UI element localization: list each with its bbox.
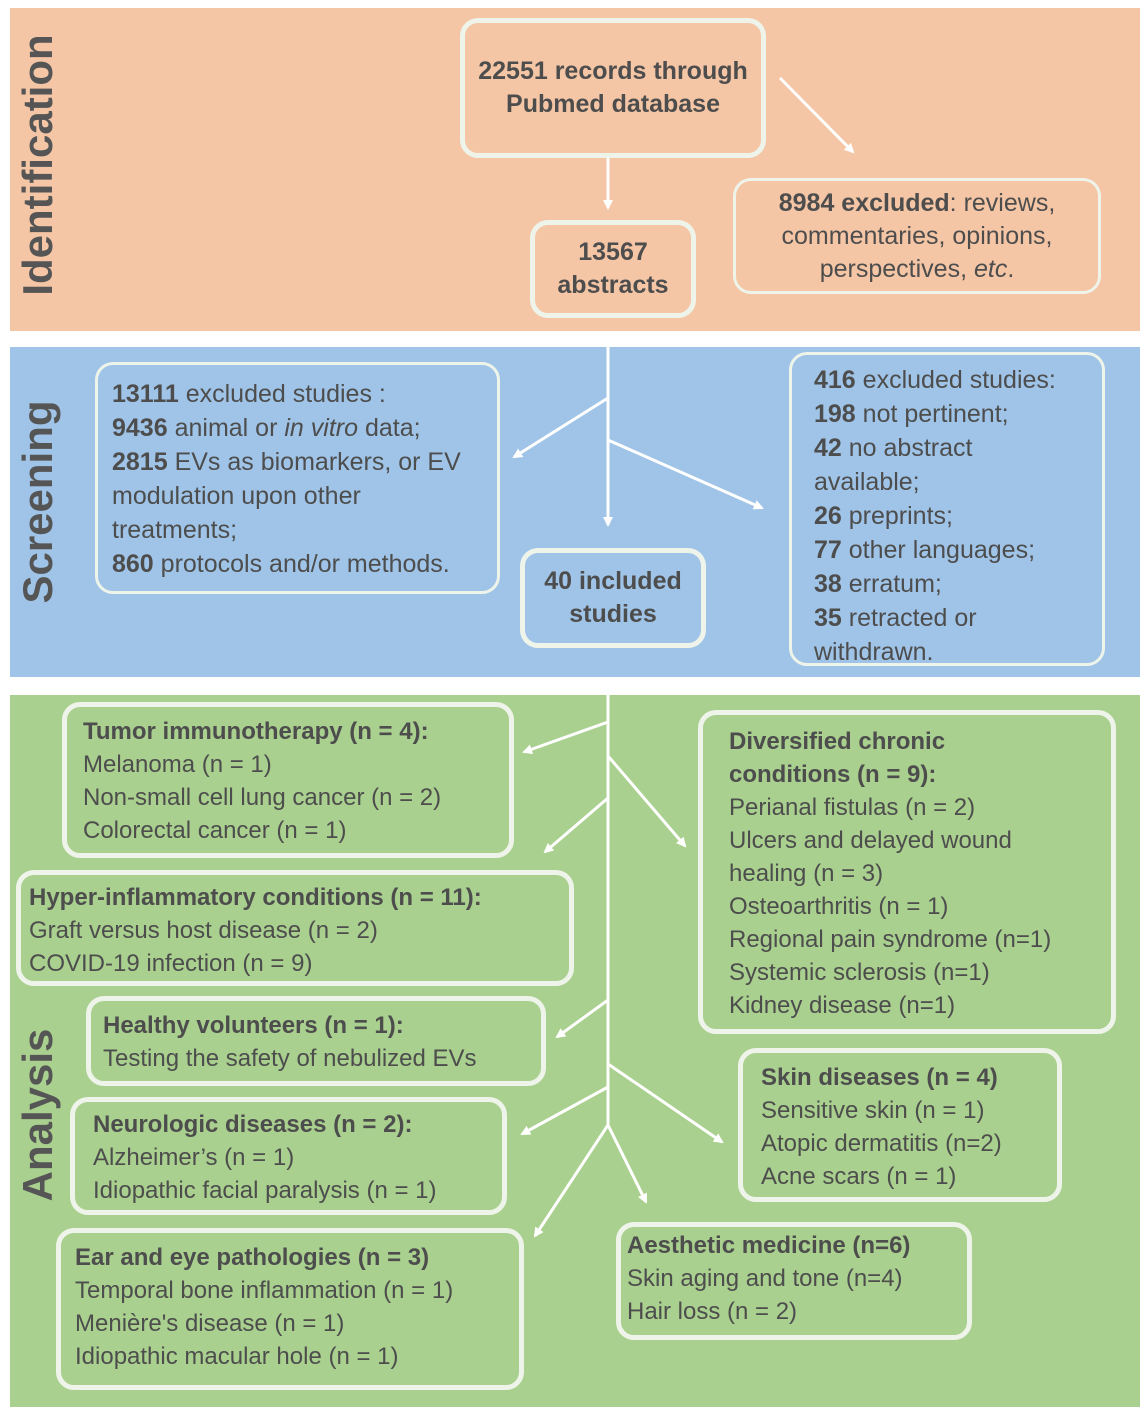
in-vitro-label: in vitro [284, 414, 358, 442]
right-excluded-item: 77 other languages; [814, 533, 1080, 567]
right-excluded-item: 38 erratum; [814, 567, 1080, 601]
healthy-volunteers-box: Healthy volunteers (n = 1): Testing the … [86, 996, 546, 1086]
arrow-to-skin [607, 1062, 724, 1144]
screening-excluded-right-box: 416 excluded studies: 198 not pertinent;… [789, 352, 1105, 666]
hyper-title: Hyper-inflammatory conditions (n = 11): [29, 884, 482, 911]
arrow-to-aesthetic [606, 1124, 648, 1204]
included-studies-text: 40 included studies [544, 567, 682, 628]
chronic-conditions-box: Diversified chronic conditions (n = 9): … [698, 710, 1116, 1034]
skin-diseases-box: Skin diseases (n = 4) Sensitive skin (n … [738, 1048, 1062, 1202]
tumor-item: Non-small cell lung cancer (n = 2) [83, 784, 442, 811]
chronic-item: Ulcers and delayed wound [729, 827, 1012, 854]
hyper-inflammatory-box: Hyper-inflammatory conditions (n = 11): … [16, 870, 574, 986]
chronic-item: Osteoarthritis (n = 1) [729, 893, 949, 920]
chronic-item: Systemic sclerosis (n=1) [729, 959, 990, 986]
aesthetic-item: Hair loss (n = 2) [627, 1298, 798, 1325]
arrow-to-neuro [520, 1085, 609, 1136]
chronic-item: healing (n = 3) [729, 860, 884, 887]
tumor-title: Tumor immunotherapy (n = 4): [83, 718, 429, 745]
neuro-item: Idiopathic facial paralysis (n = 1) [93, 1177, 437, 1204]
right-total: 416 excluded studies: [814, 363, 1080, 397]
neuro-title: Neurologic diseases (n = 2): [93, 1111, 413, 1138]
right-total-label: excluded studies: [862, 366, 1056, 394]
records-box: 22551 records through Pubmed database [460, 18, 766, 158]
eareye-title: Ear and eye pathologies (n = 3) [75, 1244, 430, 1271]
tumor-immunotherapy-box: Tumor immunotherapy (n = 4): Melanoma (n… [62, 702, 514, 858]
skin-item: Acne scars (n = 1) [761, 1163, 957, 1190]
right-item-label: preprints; [848, 502, 953, 530]
records-text: 22551 records through Pubmed database [478, 57, 748, 118]
biomarker-label: EVs as biomarkers, or EV modulation upon… [112, 448, 461, 544]
chronic-item: Regional pain syndrome (n=1) [729, 926, 1052, 953]
skin-item: Sensitive skin (n = 1) [761, 1097, 985, 1124]
arrow-to-left-excluded [512, 396, 609, 459]
eareye-item: Temporal bone inflammation (n = 1) [75, 1277, 454, 1304]
healthy-title: Healthy volunteers (n = 1): [103, 1012, 404, 1039]
abstracts-box: 13567 abstracts [530, 220, 696, 318]
right-item-count: 198 [814, 400, 856, 428]
animal-tail: data; [364, 414, 421, 442]
tumor-item: Colorectal cancer (n = 1) [83, 817, 347, 844]
chronic-title: Diversified chronic [729, 728, 946, 755]
left-total-label: excluded studies : [185, 380, 386, 408]
right-item-count: 77 [814, 536, 842, 564]
excluded-identification-box: 8984 excluded: reviews, commentaries, op… [733, 178, 1101, 294]
aesthetic-item: Skin aging and tone (n=4) [627, 1265, 903, 1292]
identification-band [10, 8, 1140, 331]
right-excluded-item: 42 no abstract available; [814, 431, 1080, 499]
healthy-item: Testing the safety of nebulized EVs [103, 1045, 477, 1072]
excluded-etc: etc [973, 255, 1008, 283]
right-excluded-item: 35 retracted or withdrawn. [814, 601, 1080, 669]
right-excluded-item: 26 preprints; [814, 499, 1080, 533]
screening-excluded-left-box: 13111 excluded studies : 9436 animal or … [95, 362, 500, 594]
tumor-item: Melanoma (n = 1) [83, 751, 272, 778]
hyper-item: COVID-19 infection (n = 9) [29, 950, 313, 977]
arrow-to-eareye [533, 1124, 610, 1238]
animal-count: 9436 [112, 414, 168, 442]
skin-item: Atopic dermatitis (n=2) [761, 1130, 1002, 1157]
excluded-reasons: reviews, commentaries, opinions, perspec… [781, 189, 1056, 283]
ear-eye-pathologies-box: Ear and eye pathologies (n = 3) Temporal… [56, 1228, 524, 1390]
eareye-item: Idiopathic macular hole (n = 1) [75, 1343, 399, 1370]
arrow-to-chronic [606, 755, 687, 848]
right-item-label: retracted or withdrawn. [814, 604, 977, 666]
arrow-to-tumor [522, 720, 609, 755]
protocols-count: 860 [112, 550, 154, 578]
screening-band [10, 347, 1140, 677]
right-item-count: 42 [814, 434, 842, 462]
arrow-to-right-excluded [607, 438, 764, 510]
right-item-count: 38 [814, 570, 842, 598]
right-item-count: 26 [814, 502, 842, 530]
right-total-count: 416 [814, 366, 856, 394]
arrow-records-to-excluded [778, 76, 855, 154]
aesthetic-medicine-box: Aesthetic medicine (n=6) Skin aging and … [616, 1222, 972, 1340]
right-item-label: erratum; [848, 570, 942, 598]
arrow-to-hyper [543, 796, 609, 854]
eareye-item: Menière's disease (n = 1) [75, 1310, 345, 1337]
animal-label: animal or [174, 414, 278, 442]
right-item-label: other languages; [848, 536, 1036, 564]
biomarker-count: 2815 [112, 448, 168, 476]
neurologic-diseases-box: Neurologic diseases (n = 2): Alzheimer’s… [70, 1097, 507, 1215]
skin-title: Skin diseases (n = 4) [761, 1064, 998, 1091]
left-total-count: 13111 [112, 380, 179, 408]
chronic-item: Perianal fistulas (n = 2) [729, 794, 976, 821]
hyper-item: Graft versus host disease (n = 2) [29, 917, 378, 944]
right-item-label: not pertinent; [862, 400, 1009, 428]
excluded-count: 8984 excluded [778, 189, 950, 217]
abstracts-text: 13567 abstracts [557, 238, 669, 299]
included-studies-box: 40 included studies [520, 548, 706, 648]
right-item-count: 35 [814, 604, 842, 632]
arrow-to-healthy [555, 998, 609, 1039]
aesthetic-title: Aesthetic medicine (n=6) [627, 1232, 911, 1259]
chronic-item: Kidney disease (n=1) [729, 992, 956, 1019]
chronic-title: conditions (n = 9): [729, 761, 937, 788]
right-excluded-item: 198 not pertinent; [814, 397, 1080, 431]
right-item-label: no abstract available; [814, 434, 973, 496]
neuro-item: Alzheimer’s (n = 1) [93, 1144, 295, 1171]
protocols-label: protocols and/or methods. [160, 550, 450, 578]
